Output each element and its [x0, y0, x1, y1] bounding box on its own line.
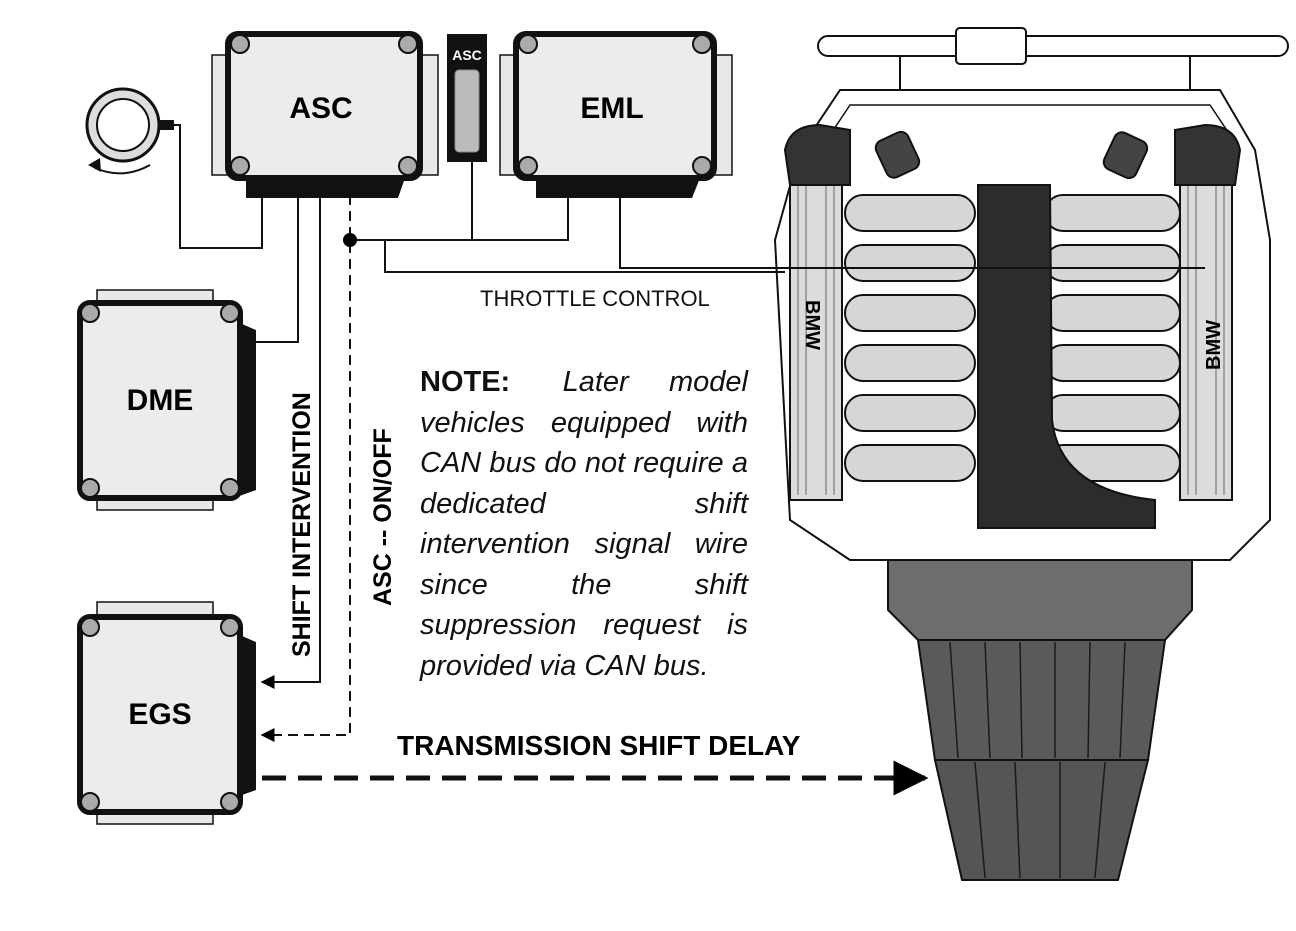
asc-switch-label: ASC — [452, 47, 482, 63]
throttle-control-label: THROTTLE CONTROL — [480, 286, 710, 311]
eml-module: EML — [499, 31, 733, 198]
engine-illustration: BMW BMW — [773, 27, 1289, 881]
eml-module-label: EML — [580, 92, 643, 125]
asc-module: ASC — [211, 31, 439, 198]
note-heading: NOTE: — [420, 366, 511, 398]
junction-dot — [343, 233, 357, 247]
asc-on-off-label: ASC -- ON/OFF — [369, 428, 397, 606]
engine-brand-right: BMW — [1203, 320, 1225, 370]
engine-brand-left: BMW — [801, 300, 823, 350]
dme-module: DME — [77, 289, 256, 511]
asc-switch: ASC — [447, 34, 487, 162]
shift-intervention-line — [260, 195, 321, 689]
wiring — [172, 124, 1205, 343]
shift-intervention-label: SHIFT INTERVENTION — [288, 392, 316, 657]
wheel-speed-sensor — [85, 87, 174, 175]
note-body: Later model vehicles equipped with CAN b… — [420, 366, 748, 682]
egs-module-label: EGS — [128, 698, 191, 731]
transmission-shift-delay-label: TRANSMISSION SHIFT DELAY — [397, 730, 801, 761]
dme-module-label: DME — [127, 384, 194, 417]
egs-module: EGS — [77, 601, 256, 825]
asc-on-off-line — [260, 195, 351, 742]
asc-module-label: ASC — [289, 92, 352, 125]
note-block: NOTE: Later model vehicles equipped with… — [420, 362, 748, 686]
